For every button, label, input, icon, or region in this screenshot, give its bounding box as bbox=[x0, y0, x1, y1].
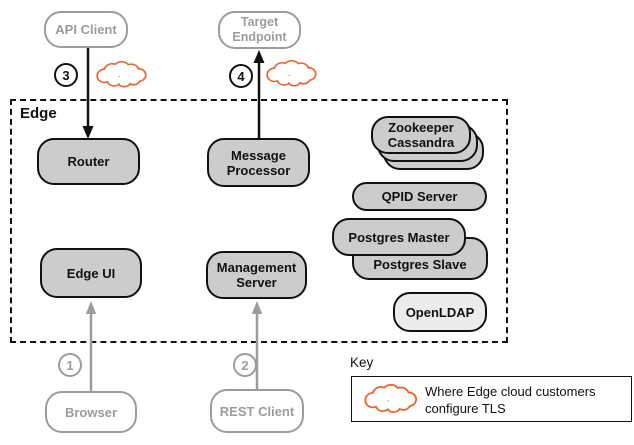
node-openldap: OpenLDAP bbox=[393, 292, 487, 332]
node-api-client: API Client bbox=[44, 11, 128, 48]
tls-cloud-step4-icon bbox=[266, 59, 317, 87]
key-description-line1: Where Edge cloud customers bbox=[425, 384, 596, 399]
node-message-processor: Message Processor bbox=[207, 138, 310, 187]
node-zookeeper-label: Zookeeper bbox=[388, 120, 454, 135]
node-target-endpoint: Target Endpoint bbox=[218, 11, 301, 49]
step-4-badge: 4 bbox=[229, 64, 253, 88]
node-management-server-line1: Management bbox=[216, 260, 297, 275]
node-router: Router bbox=[37, 138, 140, 185]
key-legend-box: Where Edge cloud customers configure TLS bbox=[351, 376, 632, 422]
key-description-line2: configure TLS bbox=[425, 401, 506, 416]
node-postgres-master: Postgres Master bbox=[332, 218, 466, 256]
node-management-server: Management Server bbox=[206, 251, 307, 299]
node-cassandra-label: Cassandra bbox=[387, 135, 455, 150]
step-2-badge: 2 bbox=[233, 353, 257, 377]
node-zookeeper-cassandra: Zookeeper Cassandra bbox=[371, 116, 471, 154]
node-message-processor-line1: Message bbox=[231, 147, 286, 163]
key-description: Where Edge cloud customers configure TLS bbox=[425, 383, 596, 417]
key-title: Key bbox=[350, 355, 374, 370]
node-target-endpoint-line1: Target bbox=[240, 15, 279, 29]
tls-cloud-step3-icon bbox=[96, 60, 147, 88]
node-management-server-line2: Server bbox=[236, 275, 277, 290]
step-3-badge: 3 bbox=[54, 63, 78, 87]
step-1-badge: 1 bbox=[58, 353, 82, 377]
node-message-processor-line2: Processor bbox=[226, 162, 291, 178]
node-rest-client: REST Client bbox=[210, 389, 304, 433]
node-browser: Browser bbox=[45, 391, 137, 433]
edge-region-label: Edge bbox=[20, 105, 57, 122]
node-qpid-server: QPID Server bbox=[352, 182, 487, 211]
node-target-endpoint-line2: Endpoint bbox=[232, 30, 287, 44]
node-edge-ui: Edge UI bbox=[40, 248, 142, 298]
